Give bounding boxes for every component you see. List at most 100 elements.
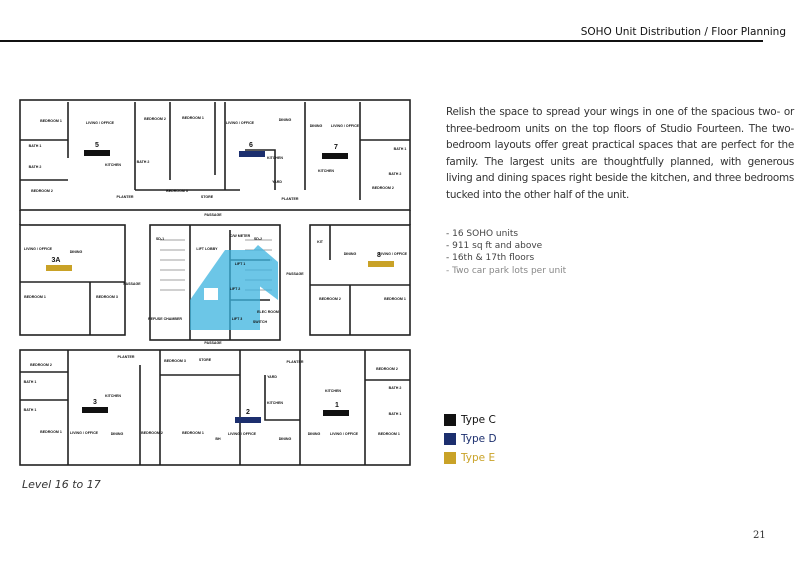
room-label: SWITCH [253,320,268,324]
unit-type-marker [323,410,349,416]
room-label: SD-2 [254,237,262,241]
room-label: LIFT 3 [232,317,243,321]
room-label: LIFT LOBBY [196,247,218,251]
room-label: PLANTER [118,355,135,359]
description-paragraph: Relish the space to spread your wings in… [446,106,794,201]
room-label: BATH 2 [389,172,402,176]
unit-type-marker [239,151,265,157]
room-label: PASSAGE [204,341,222,345]
legend-item-type-d: Type D [444,429,497,448]
room-label: DINING [279,437,292,441]
room-label: C/W METER [230,234,251,238]
room-label: BEDROOM 2 [30,363,52,367]
room-label: LIVING / OFFICE [330,432,359,436]
room-label: BEDROOM 2 [376,367,398,371]
page-number: 21 [753,530,766,541]
room-label: BATH 2 [29,165,42,169]
room-label: KITCHEN [318,169,334,173]
room-label: BATH 2 [137,160,150,164]
legend-label: Type C [461,413,496,426]
room-label: LIVING / OFFICE [228,432,257,436]
room-label: LIVING / OFFICE [86,121,115,125]
room-label: BEDROOM 2 [144,117,166,121]
feature-item: - 16 SOHO units [446,229,519,239]
room-label: DINING [111,432,124,436]
legend-item-type-e: Type E [444,448,497,467]
feature-item: - Two car park lots per unit [446,265,567,276]
legend-swatch [444,451,456,464]
room-label: BEDROOM 3 [96,295,118,299]
unit-number: 7 [334,144,338,151]
room-label: YARD [267,375,277,379]
room-label: DINING [310,124,323,128]
unit-type-marker [82,407,108,413]
room-label: BEDROOM 1 [384,297,406,301]
room-label: DINING [70,250,83,254]
room-label: BEDROOM 2 [31,189,53,193]
unit-number: 8 [377,252,381,259]
core-window [204,288,218,300]
room-label: BEDROOM 1 [24,295,46,299]
room-label: BEDROOM 3 [166,189,188,193]
room-label: BEDROOM 1 [40,430,62,434]
room-label: YARD [272,180,282,184]
room-label: BEDROOM 2 [319,297,341,301]
page-header-title: SOHO Unit Distribution / Floor Planning [580,26,786,38]
room-label: LIFT 1 [235,262,246,266]
room-label: DINING [344,252,357,256]
room-label: PLANTER [282,197,299,201]
room-label: BEDROOM 1 [378,432,400,436]
unit-number: 3 [93,399,97,406]
room-label: KITCHEN [267,401,283,405]
room-label: ELEC ROOM [257,310,279,314]
room-label: KIT [317,240,324,244]
room-label: BATH 1 [24,408,37,412]
unit-type-marker [46,265,72,271]
legend-item-type-c: Type C [444,410,497,429]
room-label: BATH 1 [24,380,37,384]
legend-label: Type E [461,451,496,464]
floor-level-caption: Level 16 to 17 [22,478,101,491]
room-label: LIFT 2 [230,287,241,291]
room-label: PLANTER [117,195,134,199]
room-label: KITCHEN [105,163,121,167]
unit-type-marker [235,417,261,423]
unit-number: 2 [246,409,250,416]
room-label: BATH 2 [389,386,402,390]
room-label: SD-1 [156,237,164,241]
room-label: DINING [308,432,321,436]
room-label: KITCHEN [267,156,283,160]
room-label: KITCHEN [105,394,121,398]
room-label: PASSAGE [123,282,141,286]
room-label: BEDROOM 1 [40,119,62,123]
room-label: PASSAGE [286,272,304,276]
room-label: LIVING / OFFICE [331,124,360,128]
room-label: LIVING / OFFICE [226,121,255,125]
legend-label: Type D [461,432,497,445]
room-label: BEDROOM 2 [372,186,394,190]
feature-list: - 16 SOHO units - 911 sq ft and above - … [446,228,566,277]
unit-type-marker [322,153,348,159]
room-label: BEDROOM 3 [164,359,186,363]
feature-item: - 16th & 17th floors [446,253,535,264]
room-label: BATH 1 [389,412,402,416]
room-label: REFUSE CHAMBER [148,317,182,321]
room-label: BATH 1 [394,147,407,151]
room-label: LIVING / OFFICE [70,431,99,435]
room-label: PLANTER [287,360,304,364]
core-highlight [190,245,278,330]
feature-item: - 911 sq ft and above [446,241,543,252]
room-label: DINING [279,118,292,122]
room-label: BEDROOM 1 [182,116,204,120]
room-label: LIVING / OFFICE [24,247,53,251]
unit-type-marker [84,150,110,156]
header-rule [0,40,763,42]
unit-number: 5 [95,142,99,149]
room-label: BEDROOM 2 [141,431,163,435]
room-label: STORE [201,195,214,199]
room-label: PASSAGE [204,213,222,217]
legend-swatch [444,413,456,426]
room-label: BEDROOM 1 [182,431,204,435]
unit-number: 3A [52,257,61,264]
